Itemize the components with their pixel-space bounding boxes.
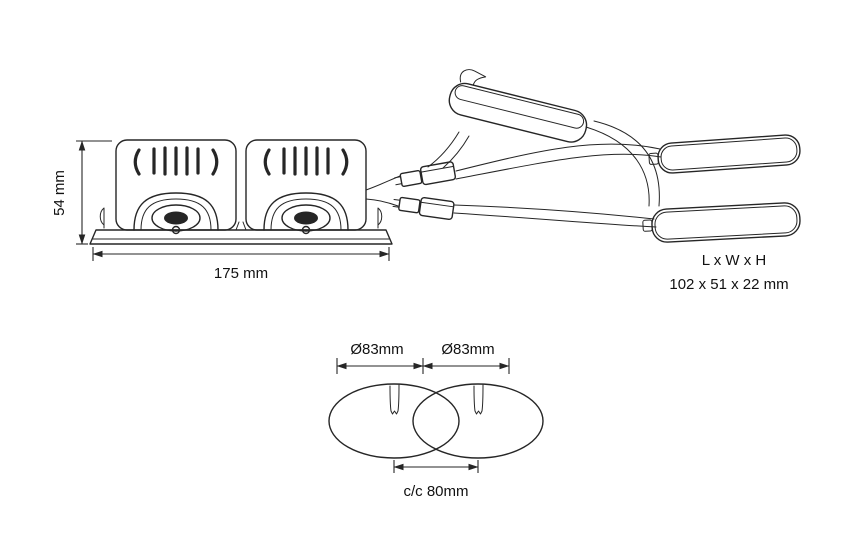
- cable-gland-top: [648, 152, 659, 165]
- spring-clip-left: [99, 207, 105, 229]
- driver-angled: [448, 69, 588, 143]
- connector-lower: [392, 196, 455, 221]
- height-dimension-label: 54 mm: [51, 170, 68, 216]
- vent-slots-right: [263, 146, 349, 176]
- cables-and-connectors: [365, 120, 662, 228]
- diameter-dimensions: [336, 358, 510, 374]
- lamp-left: [133, 192, 219, 235]
- notch-left: [389, 384, 400, 415]
- cable-gland-bottom: [642, 219, 653, 232]
- vent-slots-left: [133, 146, 219, 176]
- fixture-front-view: [89, 139, 393, 245]
- center-spacing-dimension: c/c 80mm: [393, 460, 479, 500]
- cutout-template: Ø83mm Ø83mm c/c 80mm: [328, 341, 544, 500]
- connector-upper: [394, 161, 457, 187]
- driver-dimension-value: 102 x 51 x 22 mm: [669, 276, 788, 293]
- width-dimension: 175 mm: [92, 247, 390, 282]
- cutout-left-label: Ø83mm: [350, 341, 403, 358]
- lamp-right: [263, 192, 349, 235]
- spring-clip-right: [377, 207, 383, 229]
- cutout-hole-right: [412, 383, 544, 459]
- notch-right: [473, 384, 484, 415]
- trim-flange: [89, 207, 393, 245]
- driver-bottom-right: [642, 202, 801, 243]
- cutout-right-label: Ø83mm: [441, 341, 494, 358]
- driver-dimensions: L x W x H 102 x 51 x 22 mm: [669, 252, 788, 293]
- cutout-hole-left: [328, 383, 460, 459]
- center-spacing-label: c/c 80mm: [403, 483, 468, 500]
- driver-top-right: [648, 134, 801, 174]
- width-dimension-label: 175 mm: [214, 265, 268, 282]
- height-dimension: 54 mm: [51, 140, 112, 245]
- mounting-clip: [459, 69, 487, 86]
- driver-dimension-title: L x W x H: [702, 252, 766, 269]
